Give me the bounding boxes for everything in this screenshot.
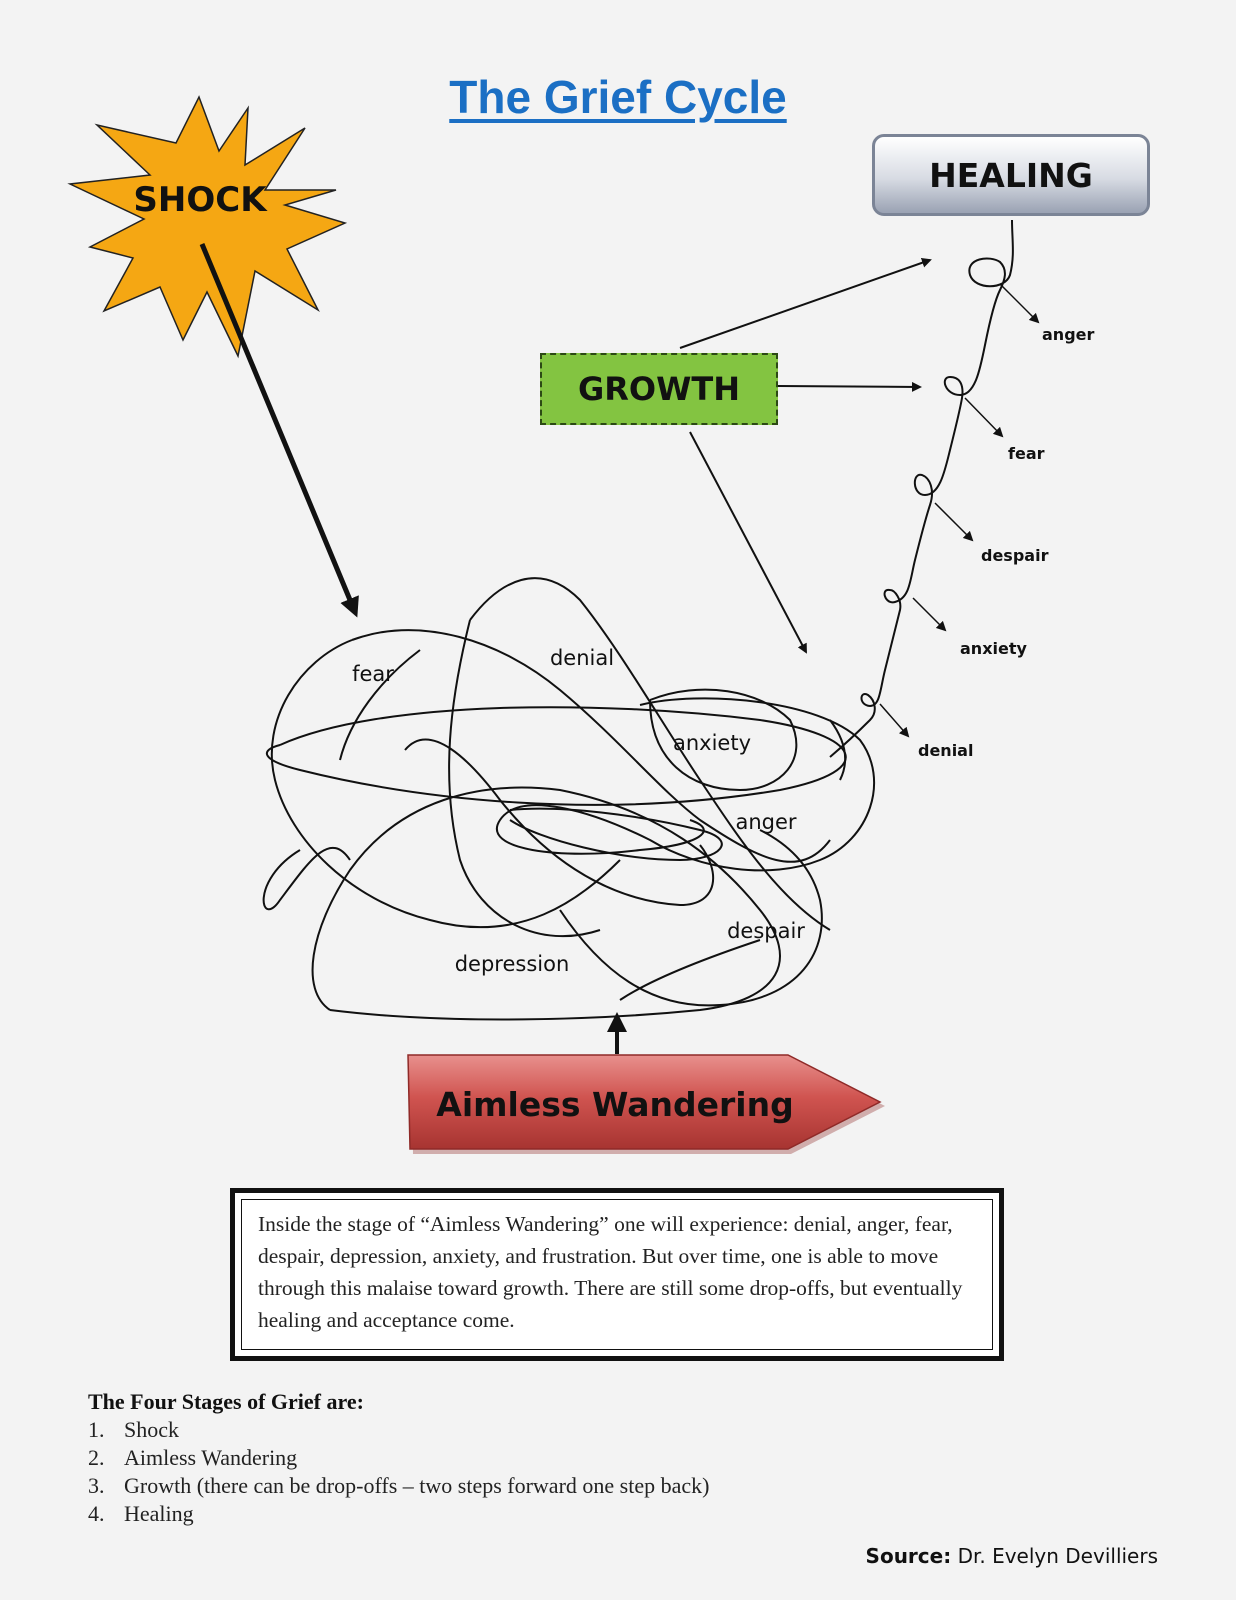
list-item: 3. Growth (there can be drop-offs – two s… bbox=[88, 1472, 988, 1500]
dropoff-label-denial: denial bbox=[918, 741, 973, 760]
growth-arrow-up bbox=[679, 257, 932, 349]
stage-number: 3. bbox=[88, 1473, 105, 1498]
dropoff-arrow-anger bbox=[999, 283, 1040, 324]
dropoff-arrow-fear bbox=[964, 397, 1004, 438]
healing-label: HEALING bbox=[929, 155, 1093, 195]
tangle-label-despair: despair bbox=[727, 919, 805, 943]
healing-box: HEALING bbox=[872, 134, 1150, 216]
growth-arrow-right bbox=[777, 381, 922, 392]
stage-text: Aimless Wandering bbox=[124, 1445, 298, 1470]
tangle-label-denial: denial bbox=[550, 646, 614, 670]
dropoff-label-anger: anger bbox=[1042, 325, 1094, 344]
dropoff-label-fear: fear bbox=[1008, 444, 1045, 463]
tangle-label-fear: fear bbox=[352, 662, 394, 686]
dropoff-arrow-denial bbox=[879, 703, 910, 738]
wandering-label: Aimless Wandering bbox=[436, 1085, 793, 1124]
stage-number: 2. bbox=[88, 1445, 105, 1470]
source-credit: Source: Dr. Evelyn Devilliers bbox=[866, 1544, 1158, 1568]
stage-number: 4. bbox=[88, 1501, 105, 1526]
growth-arrow-down bbox=[689, 431, 807, 654]
shock-starburst bbox=[67, 95, 348, 359]
growth-spiral-path bbox=[829, 219, 1014, 758]
source-author: Dr. Evelyn Devilliers bbox=[957, 1544, 1158, 1568]
growth-label: GROWTH bbox=[577, 370, 740, 408]
description-box: Inside the stage of “Aimless Wandering” … bbox=[230, 1188, 1004, 1361]
stage-number: 1. bbox=[88, 1417, 105, 1442]
shock-label: SHOCK bbox=[133, 180, 268, 220]
list-item: 4. Healing bbox=[88, 1500, 988, 1528]
wandering-tangle bbox=[262, 577, 876, 1021]
stage-text: Growth (there can be drop-offs – two ste… bbox=[124, 1473, 710, 1498]
list-item: 2. Aimless Wandering bbox=[88, 1444, 988, 1472]
dropoff-label-anxiety: anxiety bbox=[960, 639, 1027, 658]
list-item: 1. Shock bbox=[88, 1416, 988, 1444]
tangle-label-anger: anger bbox=[735, 810, 796, 834]
tangle-label-anxiety: anxiety bbox=[673, 731, 751, 755]
wandering-arrow-shape-fill bbox=[407, 1054, 882, 1150]
tangle-label-depression: depression bbox=[455, 952, 570, 976]
growth-box: GROWTH bbox=[540, 353, 778, 425]
description-text: Inside the stage of “Aimless Wandering” … bbox=[241, 1199, 993, 1350]
dropoff-label-despair: despair bbox=[981, 546, 1049, 565]
stages-title: The Four Stages of Grief are: bbox=[88, 1389, 364, 1414]
shock-arrow bbox=[199, 243, 359, 618]
stage-text: Healing bbox=[124, 1501, 194, 1526]
dropoff-arrow-anxiety bbox=[912, 597, 947, 632]
stage-text: Shock bbox=[124, 1417, 179, 1442]
dropoff-arrow-despair bbox=[934, 502, 974, 542]
page-title: The Grief Cycle bbox=[449, 71, 787, 123]
stages-list: The Four Stages of Grief are: 1. Shock 2.… bbox=[88, 1388, 988, 1528]
source-label: Source: bbox=[865, 1544, 952, 1568]
